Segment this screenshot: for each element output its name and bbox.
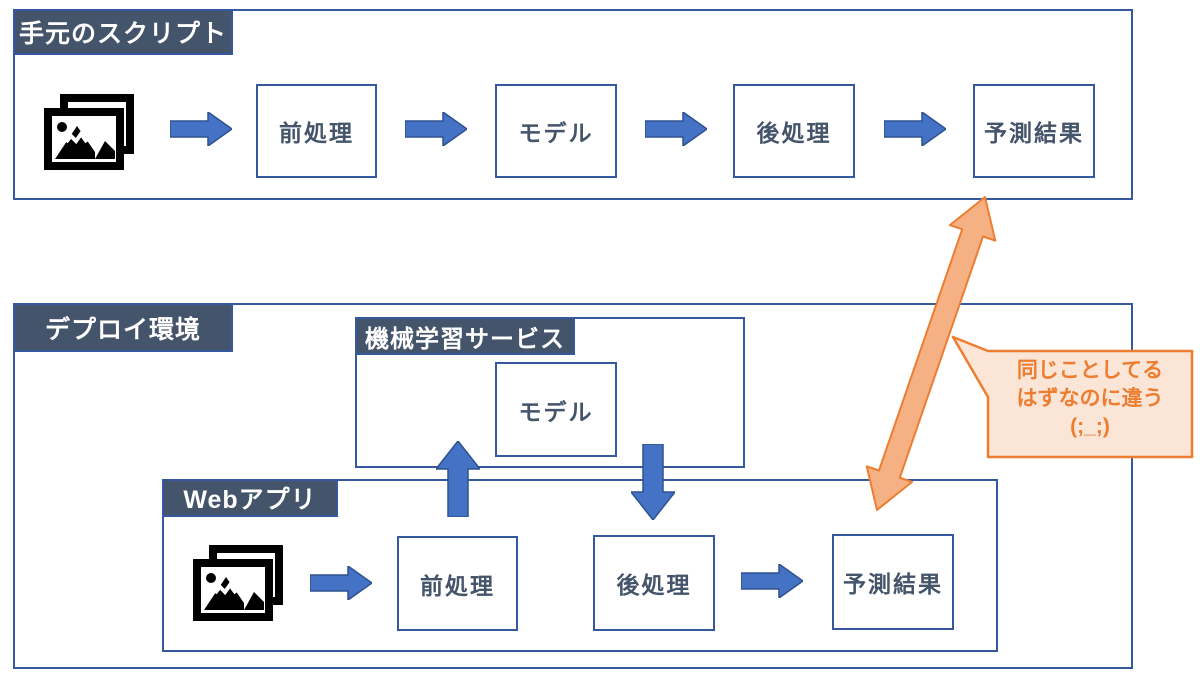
step-label: 後処理 <box>616 572 692 598</box>
callout-line: 同じことしてる <box>1016 359 1164 382</box>
photos-icon <box>192 545 284 621</box>
step-box-preprocess: 前処理 <box>256 84 377 178</box>
ml-service-container: 機械学習サービス モデル <box>355 317 745 468</box>
block-arrow-right-icon <box>644 111 708 151</box>
step-box-model: モデル <box>495 84 617 178</box>
step-label: 後処理 <box>756 120 832 146</box>
step-box-model-service: モデル <box>495 362 617 457</box>
step-label: 予測結果 <box>984 120 1084 146</box>
step-label: 前処理 <box>279 120 354 146</box>
deploy-env-tab: デプロイ環境 <box>13 303 233 352</box>
step-label: モデル <box>518 398 594 425</box>
step-box-postprocess-webapp: 後処理 <box>593 535 715 631</box>
block-arrow-right-icon <box>883 111 947 151</box>
deploy-env-label: デプロイ環境 <box>44 315 201 344</box>
step-box-prediction-result: 予測結果 <box>973 84 1095 178</box>
block-arrow-right-icon <box>309 565 373 605</box>
block-arrow-right-icon <box>404 111 468 151</box>
web-app-label: Webアプリ <box>183 486 317 514</box>
block-arrow-right-icon <box>740 563 804 603</box>
double-arrow-icon <box>850 190 1010 525</box>
local-script-label: 手元のスクリプト <box>18 20 227 48</box>
ml-service-tab: 機械学習サービス <box>355 317 575 355</box>
step-box-postprocess: 後処理 <box>733 84 855 178</box>
callout-bubble <box>945 330 1200 470</box>
web-app-container: Webアプリ 前処理 <box>162 479 998 652</box>
photos-icon <box>43 94 135 170</box>
step-label: モデル <box>518 120 594 146</box>
local-script-container: 手元のスクリプト 前処理 <box>13 9 1133 200</box>
deploy-env-container: デプロイ環境 機械学習サービス モデル Webアプリ <box>13 303 1133 669</box>
block-arrow-down-icon <box>630 443 676 525</box>
callout-text: 同じことしてる はずなのに違う (;_;) <box>990 357 1190 441</box>
block-arrow-right-icon <box>169 111 233 151</box>
local-script-tab: 手元のスクリプト <box>13 9 233 55</box>
web-app-tab: Webアプリ <box>162 479 338 517</box>
callout-line: (;_;) <box>1070 415 1110 438</box>
callout-line: はずなのに違う <box>1016 387 1164 410</box>
step-box-preprocess-webapp: 前処理 <box>397 536 518 631</box>
step-label: 予測結果 <box>843 571 943 597</box>
block-arrow-up-icon <box>435 440 481 522</box>
step-box-prediction-result-webapp: 予測結果 <box>832 534 954 630</box>
step-label: 前処理 <box>420 572 495 599</box>
ml-service-label: 機械学習サービス <box>365 325 565 353</box>
